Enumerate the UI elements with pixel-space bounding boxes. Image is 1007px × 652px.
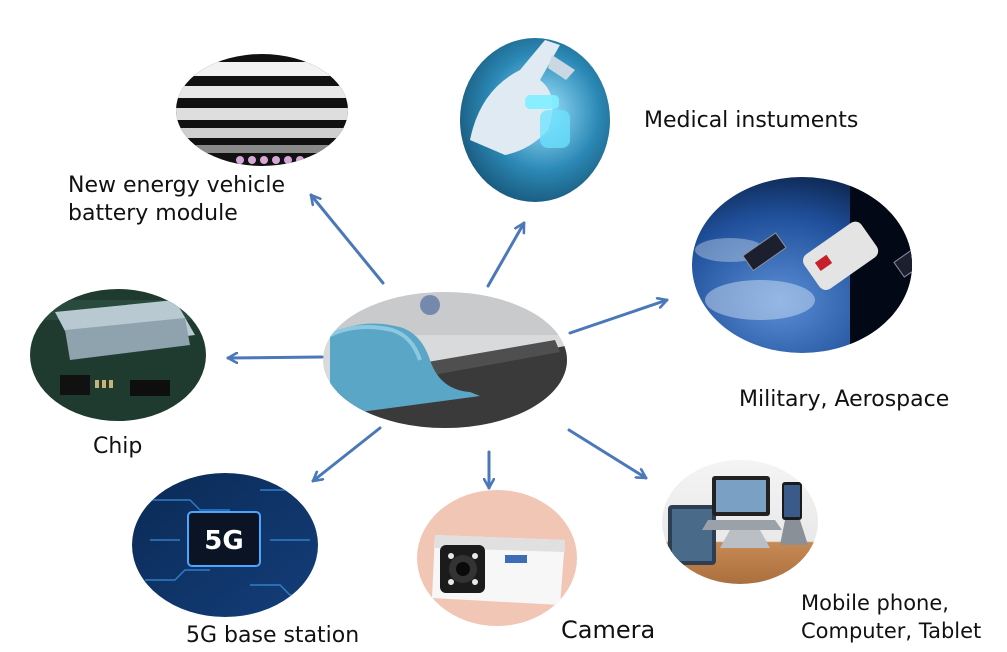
label-military: Military, Aerospace bbox=[739, 386, 949, 414]
label-mobile: Mobile phone, Computer, Tablet bbox=[801, 589, 981, 645]
label-mobile-line1: Mobile phone, bbox=[801, 591, 949, 615]
devices-image bbox=[662, 460, 818, 584]
satellite-earth-image bbox=[692, 177, 912, 353]
label-chip-line1: Chip bbox=[93, 434, 143, 459]
label-military-line1: Military, Aerospace bbox=[739, 387, 950, 412]
arrow-to-medical bbox=[486, 221, 526, 288]
arrow-to-chip bbox=[226, 357, 324, 358]
label-medical-line1: Medical instuments bbox=[644, 108, 859, 133]
label-chip: Chip bbox=[93, 433, 142, 461]
label-medical: Medical instuments bbox=[644, 107, 858, 135]
arrow-to-battery bbox=[309, 193, 385, 285]
arrow-to-military bbox=[568, 300, 669, 335]
medical-robot-hand-image bbox=[460, 38, 610, 202]
label-camera: Camera bbox=[561, 616, 655, 644]
label-5g-line1: 5G base station bbox=[186, 623, 360, 648]
thermal-pad-sheet bbox=[330, 323, 480, 412]
center-thermal-pad-image bbox=[323, 292, 567, 428]
security-camera-image bbox=[417, 490, 577, 626]
arrows bbox=[226, 193, 669, 490]
5g-chip-badge: 5G bbox=[204, 526, 243, 556]
label-battery-line1: New energy vehicle bbox=[68, 173, 285, 198]
battery-module-image bbox=[176, 54, 348, 166]
label-camera-line1: Camera bbox=[561, 616, 656, 644]
label-battery-line2: battery module bbox=[68, 201, 238, 226]
label-5g: 5G base station bbox=[186, 622, 359, 650]
label-mobile-line2: Computer, Tablet bbox=[801, 619, 982, 643]
5g-chip-image: 5G bbox=[132, 473, 318, 617]
arrow-to-5g bbox=[311, 426, 382, 483]
chip-image bbox=[30, 289, 206, 421]
arrow-to-mobile bbox=[567, 428, 648, 480]
label-battery: New energy vehicle battery module bbox=[68, 172, 285, 228]
